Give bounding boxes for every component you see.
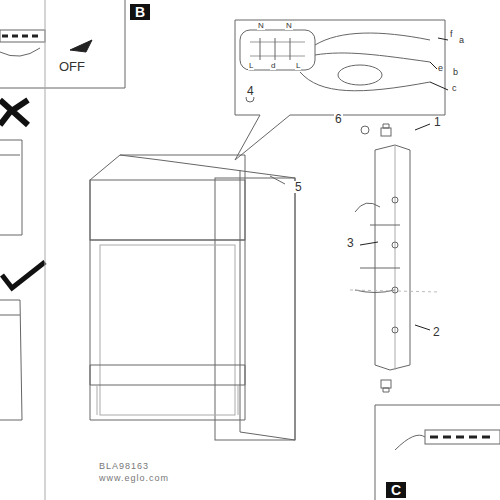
terminal-label: d: [270, 62, 276, 70]
leader-line: [415, 124, 430, 130]
check-mark: [2, 262, 45, 288]
right-example: [0, 300, 22, 420]
switch-arrow: [70, 40, 92, 52]
wire-letter: c: [451, 84, 458, 93]
callout-number: 3: [346, 237, 355, 249]
callout-number: 1: [433, 116, 442, 128]
wall-lamp: [90, 155, 295, 440]
wire-letter: f: [449, 30, 454, 39]
callout-number: 6: [334, 113, 343, 125]
wire-letter: b: [452, 68, 459, 77]
panel-frame: [0, 0, 125, 88]
screw: [361, 124, 391, 392]
connection-detail: [235, 20, 448, 160]
wrong-example: [0, 140, 22, 235]
web-address: www.eglo.com: [98, 474, 170, 483]
wire-letter: e: [437, 64, 444, 73]
switch-label: OFF: [58, 60, 86, 73]
terminal-block: [395, 430, 500, 450]
callout-number: 2: [432, 326, 441, 338]
callout-number: 4: [246, 85, 255, 97]
panel-letter: C: [386, 482, 406, 498]
panel-letter: B: [130, 4, 150, 20]
wire-letter: a: [458, 36, 465, 45]
cross-mark: [0, 100, 28, 125]
terminal-label: N: [285, 22, 293, 30]
terminal-label: L: [248, 62, 254, 70]
model-number: BLA98163: [98, 462, 150, 471]
panel-frame: [375, 405, 500, 500]
mounting-bracket: [350, 145, 440, 370]
callout-number: 5: [294, 181, 303, 193]
terminal-label: L: [295, 62, 301, 70]
divider: [45, 0, 46, 500]
leader-line: [270, 176, 285, 184]
terminal-label: N: [257, 22, 265, 30]
terminal-block: [0, 30, 45, 56]
